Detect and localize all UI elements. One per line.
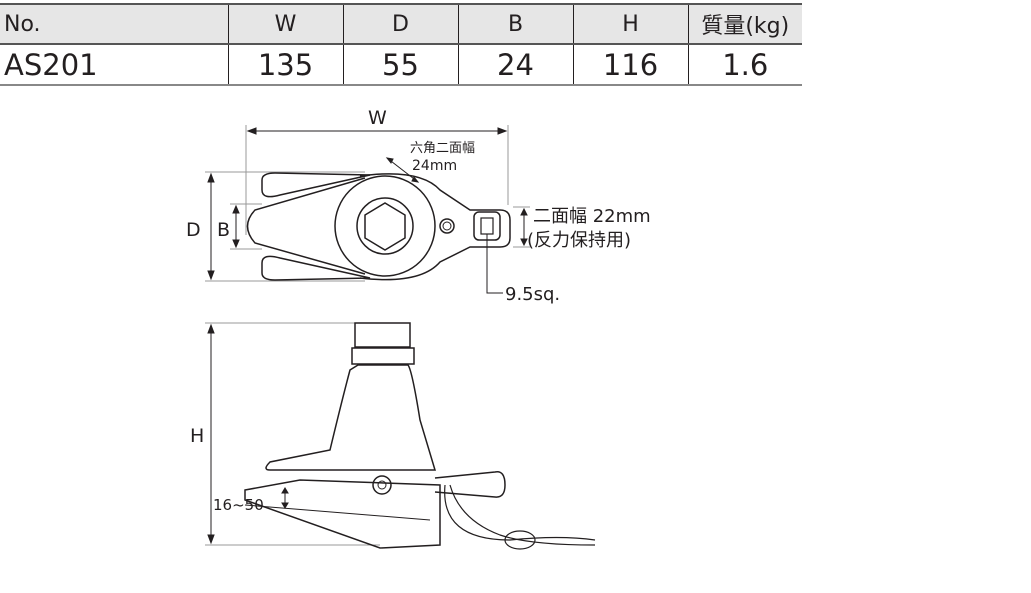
hex-label-1: 六角二面幅	[410, 141, 475, 156]
cell-mass: 1.6	[687, 44, 802, 85]
header-d: D	[342, 4, 458, 44]
side-view: H 16~50	[190, 322, 596, 550]
header-no: No.	[4, 11, 41, 37]
dim-w-label: W	[368, 107, 387, 129]
header-mass: 質量(kg)	[687, 4, 802, 44]
cell-no: AS201	[4, 47, 98, 82]
table-row: AS201 135 55 24 116 1.6	[0, 44, 802, 85]
header-h: H	[572, 4, 688, 44]
dim-b-label: B	[217, 219, 230, 241]
cell-b: 24	[457, 44, 573, 85]
square-drive-label: 9.5sq.	[505, 284, 560, 305]
top-view: W D B 六角二面幅 24mm 二面幅 22mm (反力保持用) 9.5sq.	[186, 107, 651, 305]
hex-label-2: 24mm	[412, 158, 457, 174]
cell-d: 55	[342, 44, 458, 85]
cell-h: 116	[572, 44, 688, 85]
dim-d-label: D	[186, 219, 201, 241]
reaction-label-1: 二面幅 22mm	[533, 206, 651, 227]
cell-w: 135	[227, 44, 343, 85]
dim-h-label: H	[190, 425, 204, 447]
header-b: B	[457, 4, 573, 44]
reaction-label-2: (反力保持用)	[527, 230, 631, 251]
spec-table: No. W D B H 質量(kg) AS201 135 55 24 116 1…	[0, 3, 802, 86]
jaw-range-label: 16~50	[213, 496, 264, 514]
header-w: W	[227, 4, 343, 44]
table-header-row: No. W D B H 質量(kg)	[0, 4, 802, 44]
